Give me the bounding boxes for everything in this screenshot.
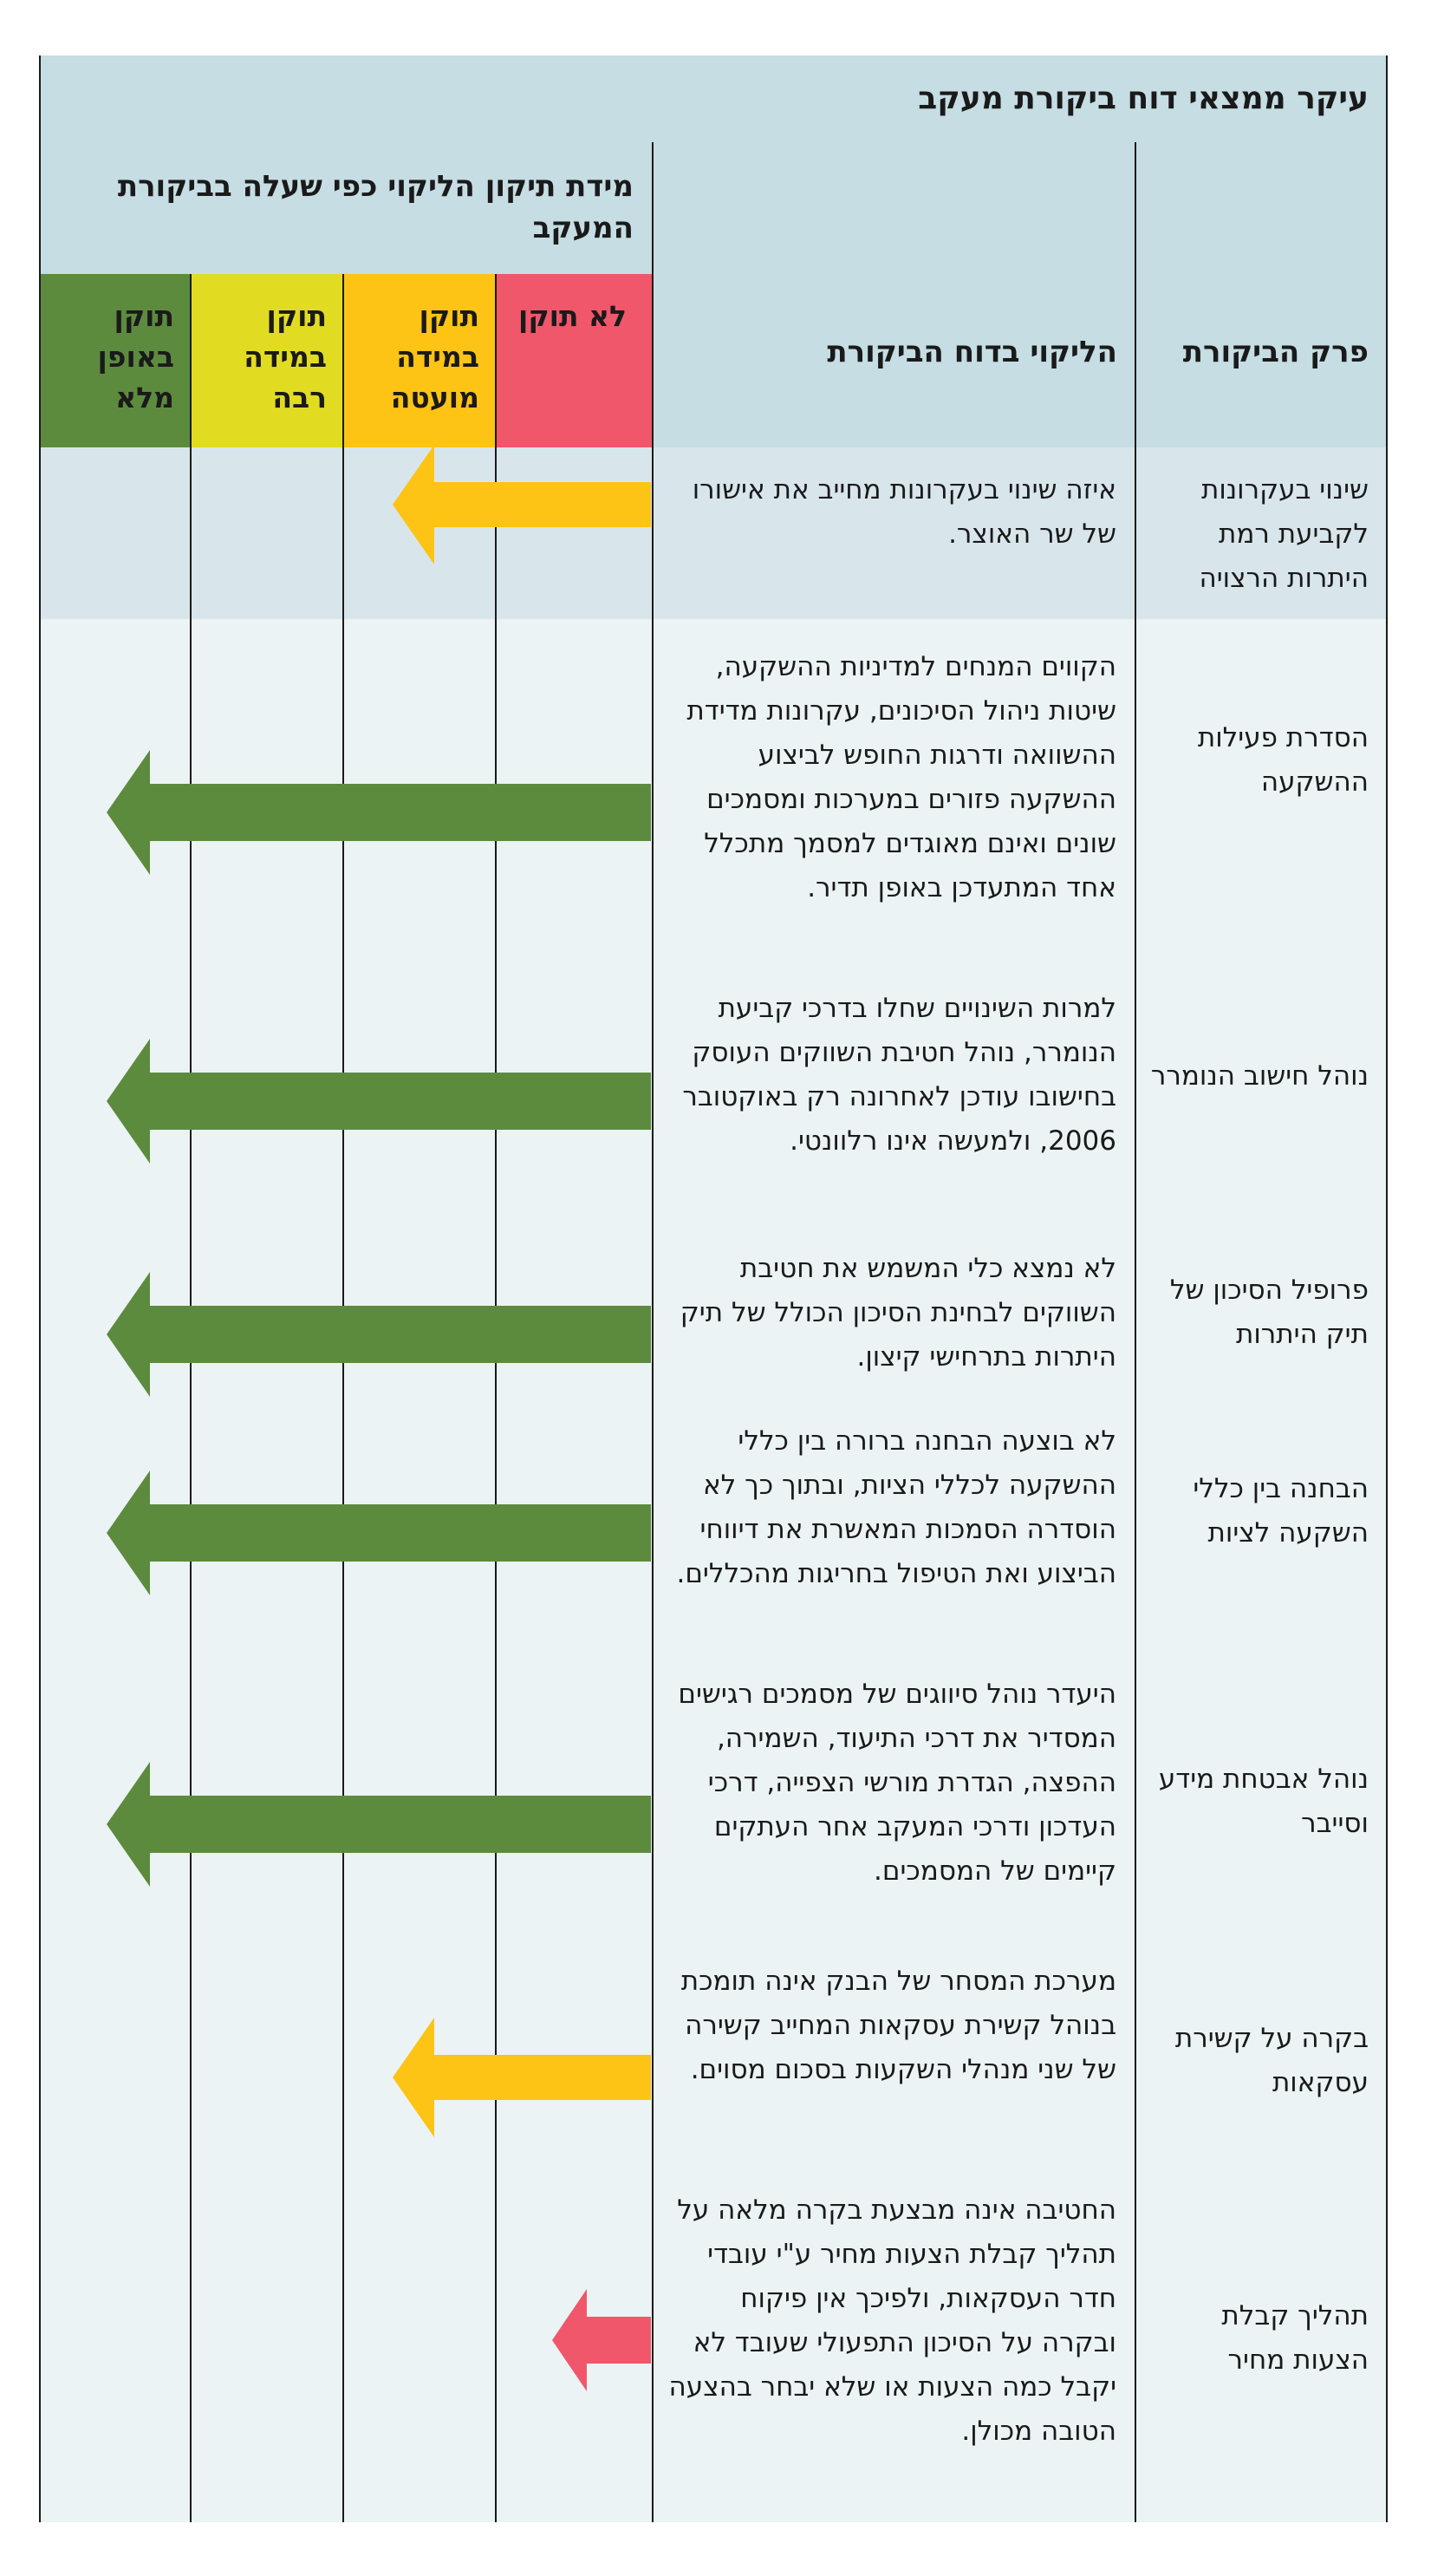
row-4-chapter: פרופיל הסיכון של תיק היתרות (1169, 1275, 1369, 1350)
grid-line-chapter (1135, 142, 1136, 2522)
row-1-finding: איזה שינוי בעקרונות מחייב את אישורו של ש… (692, 474, 1116, 550)
row-5-chapter: הבחנה בין כללי השקעה לציות (1193, 1473, 1369, 1549)
header-remediation: מידת תיקון הליקוי כפי שעלה בביקורת המעקב (117, 169, 634, 245)
row-6-status-arrow (107, 1762, 651, 1887)
row-1-chapter: שינוי בעקרונות לקביעת רמת היתרות הרצויה (1199, 474, 1369, 594)
grid-line-status-2 (342, 274, 344, 2522)
row-5-status-arrow (107, 1471, 651, 1595)
row-2-finding: הקווים המנחים למדיניות ההשקעה, שיטות ניה… (686, 651, 1116, 903)
status-label-large: תוקן במידה רבה (244, 299, 327, 414)
row-1-status-arrow (393, 445, 651, 564)
row-2-chapter: הסדרת פעילות ההשקעה (1197, 722, 1369, 798)
row-8-finding: החטיבה אינה מבצעת בקרה מלאה על תהליך קבל… (668, 2194, 1116, 2447)
grid-line-left (39, 55, 41, 2522)
grid-line-right (1386, 55, 1388, 2522)
row-4-status-arrow (107, 1272, 651, 1397)
row-7-chapter: בקרה על קשירת עסקאות (1174, 2023, 1369, 2098)
status-cell-none (497, 274, 652, 447)
row-3-finding: למרות השינויים שחלו בדרכי קביעת הנומרר, … (682, 993, 1116, 1157)
row-8-status-arrow (552, 2289, 651, 2391)
status-label-none: לא תוקן (518, 299, 627, 333)
row-3-status-arrow (107, 1039, 651, 1164)
row-8-chapter: תהליך קבלת הצעות מחיר (1221, 2300, 1369, 2376)
status-cell-small (344, 274, 495, 447)
row-5-finding: לא בוצעה הבחנה ברורה בין כללי ההשקעה לכל… (676, 1425, 1116, 1589)
status-label-small: תוקן במידה מועטה (390, 299, 479, 414)
row-7-status-arrow (393, 2018, 651, 2137)
table-title: עיקר ממצאי דוח ביקורת מעקב (918, 81, 1369, 116)
grid-line-status-1 (190, 274, 192, 2522)
row-4-finding: לא נמצא כלי המשמש את חטיבת השווקים לבחינ… (680, 1253, 1116, 1373)
status-cell-full (39, 274, 190, 447)
status-cell-large (192, 274, 342, 447)
grid-line-finding (652, 142, 654, 2522)
row-7-finding: מערכת המסחר של הבנק אינה תומכת בנוהל קשי… (680, 1966, 1116, 2085)
header-finding: הליקוי בדוח הביקורת (827, 335, 1117, 369)
grid-line-status-3 (495, 274, 497, 2522)
findings-table: עיקר ממצאי דוח ביקורת מעקב פרק הביקורת ה… (39, 55, 1388, 2522)
header-chapter: פרק הביקורת (1182, 335, 1369, 369)
remediation-arrows (107, 445, 651, 2391)
row-6-chapter: נוהל אבטחת מידע וסייבר (1158, 1764, 1369, 1839)
row-2-status-arrow (107, 750, 651, 875)
row-6-finding: היעדר נוהל סיווגים של מסמכים רגישים המסד… (678, 1679, 1116, 1887)
first-row-band (39, 447, 1388, 619)
status-label-full: תוקן באופן מלא (97, 299, 174, 414)
row-3-chapter: נוהל חישוב הנומרר (1150, 1060, 1369, 1092)
